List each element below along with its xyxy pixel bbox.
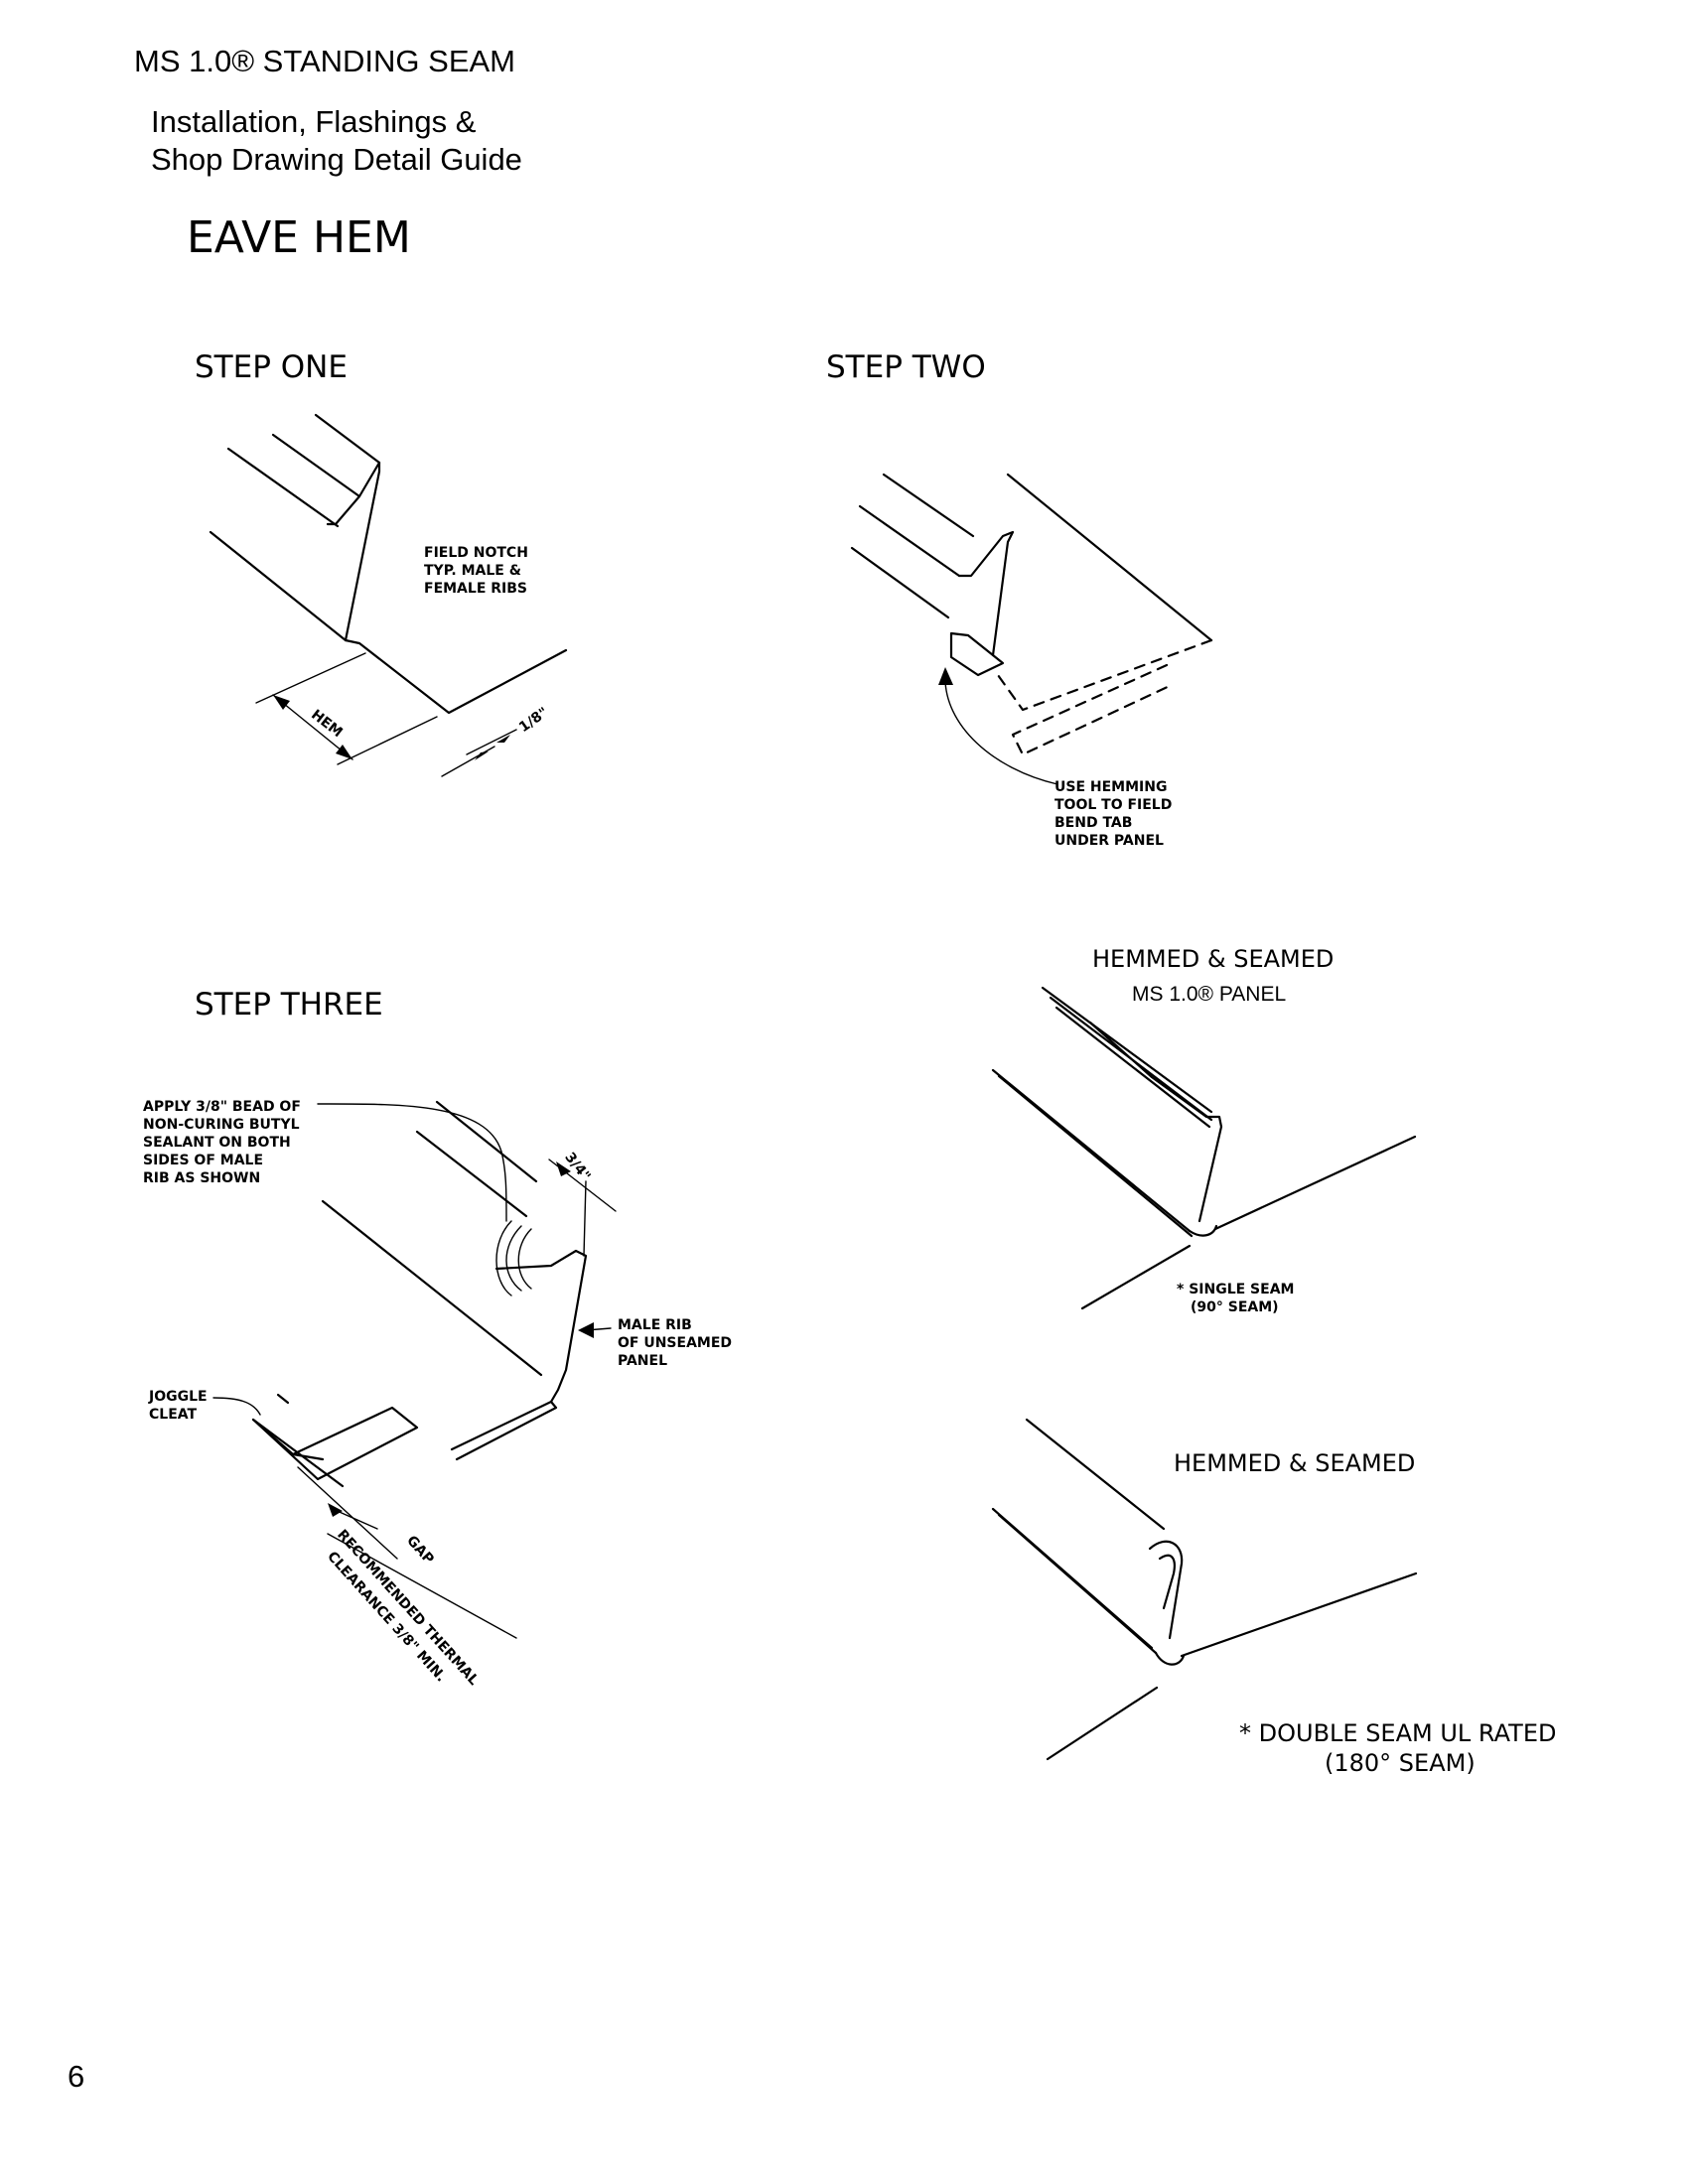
document-subtitle: Installation, Flashings & Shop Drawing D… xyxy=(151,103,522,179)
step-one-drawing xyxy=(209,413,568,777)
double-seam-title: HEMMED & SEAMED xyxy=(1174,1449,1416,1477)
double-seam-note-line-2: (180° SEAM) xyxy=(1325,1749,1476,1777)
step-three-label: STEP THREE xyxy=(195,987,383,1023)
single-seam-note: * SINGLE SEAM (90° SEAM) xyxy=(1177,1282,1295,1315)
sealant-note: APPLY 3/8" BEAD OF NON-CURING BUTYL SEAL… xyxy=(143,1099,301,1186)
male-rib-note: MALE RIB OF UNSEAMED PANEL xyxy=(618,1317,733,1369)
page-heading: EAVE HEM xyxy=(187,212,411,263)
step-three-drawing xyxy=(212,1100,617,1639)
document-title: MS 1.0® STANDING SEAM xyxy=(134,44,516,78)
step-two-label: STEP TWO xyxy=(826,349,986,385)
double-seam-note-line-1: * DOUBLE SEAM UL RATED xyxy=(1239,1719,1557,1747)
joggle-cleat-note: JOGGLE CLEAT xyxy=(149,1389,208,1423)
step-one-label: STEP ONE xyxy=(195,349,348,385)
subtitle-line-2: Shop Drawing Detail Guide xyxy=(151,142,522,177)
single-seam-drawing xyxy=(991,986,1417,1310)
page-number: 6 xyxy=(68,2059,85,2094)
step-two-drawing xyxy=(850,473,1213,785)
hemming-tool-note: USE HEMMING TOOL TO FIELD BEND TAB UNDER… xyxy=(1055,779,1173,849)
field-notch-note: FIELD NOTCH TYP. MALE & FEMALE RIBS xyxy=(424,545,528,597)
single-seam-panel-label: MS 1.0® PANEL xyxy=(1132,983,1287,1006)
single-seam-title: HEMMED & SEAMED xyxy=(1092,945,1335,973)
double-seam-drawing xyxy=(991,1418,1418,1761)
subtitle-line-1: Installation, Flashings & xyxy=(151,104,477,139)
